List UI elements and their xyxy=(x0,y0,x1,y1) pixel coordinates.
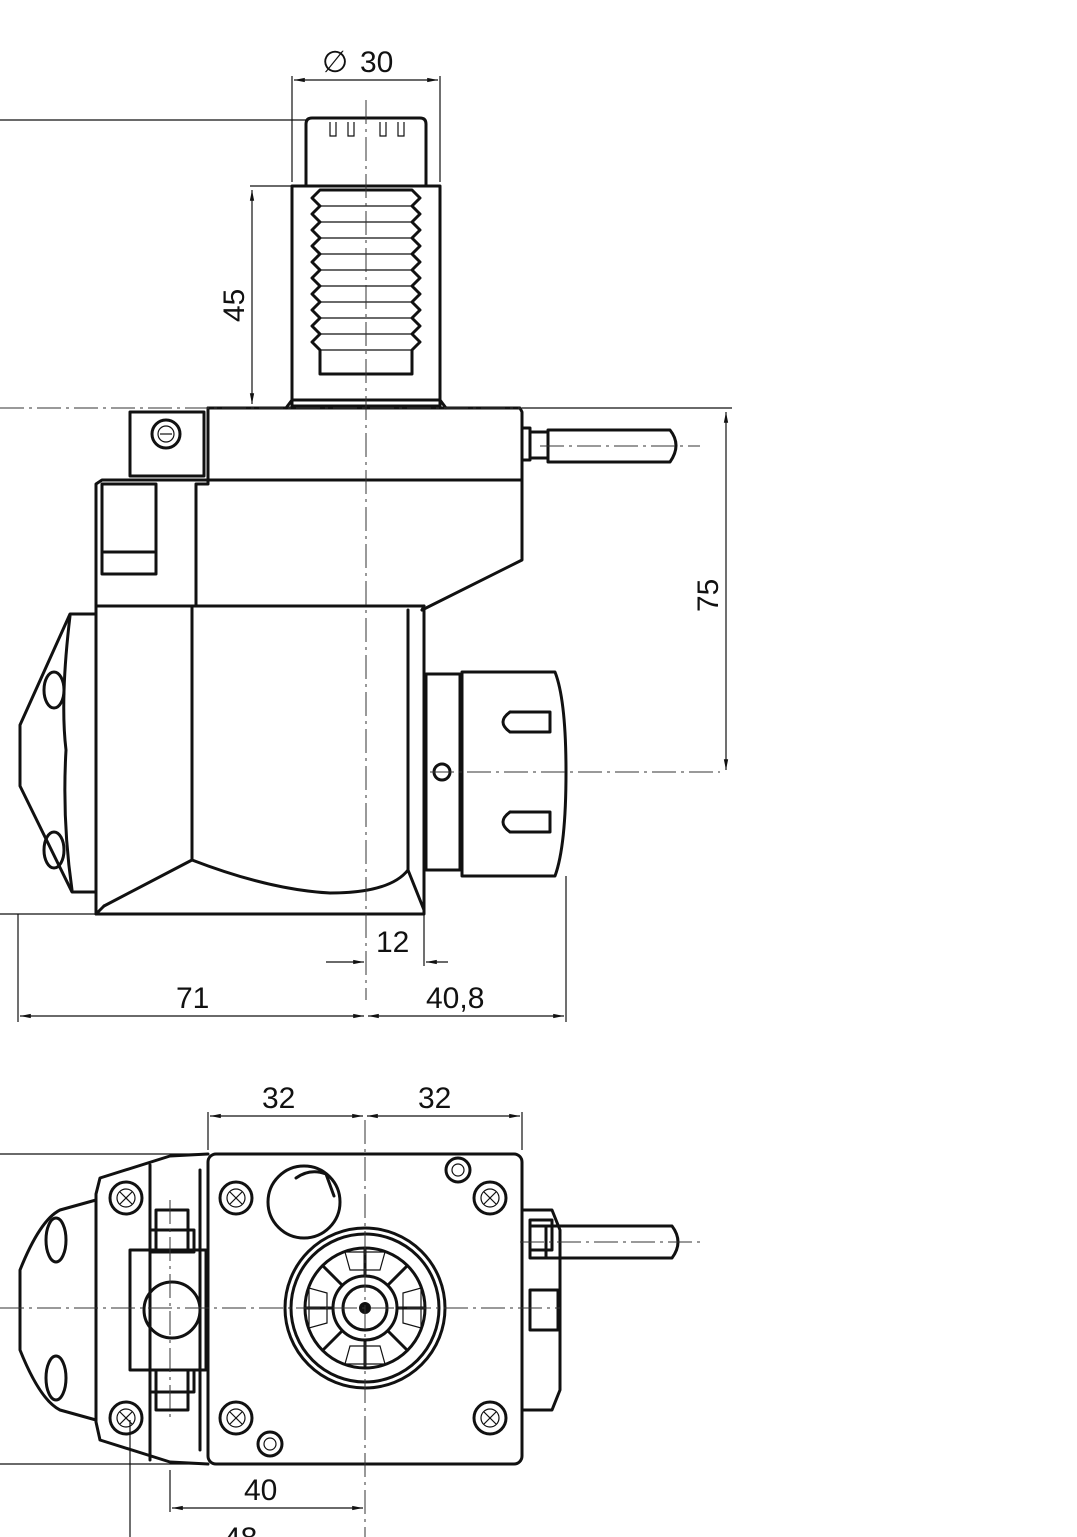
dim-spindle-height: 45 xyxy=(218,289,251,322)
top-view: 32 32 40 48 xyxy=(0,1082,700,1537)
corner-screw-icon xyxy=(218,1400,254,1436)
dim-left-width: 71 xyxy=(176,982,209,1015)
corner-screw-icon xyxy=(472,1400,508,1436)
dim-offset-small: 12 xyxy=(376,926,409,959)
diameter-symbol: ∅ xyxy=(322,46,348,79)
dim-bottom-width-2: 48 xyxy=(224,1522,257,1537)
dim-top-right-half: 32 xyxy=(418,1082,451,1115)
dim-output-height: 75 xyxy=(692,579,725,612)
dim-bottom-width-1: 40 xyxy=(244,1474,277,1507)
dim-right-width: 40,8 xyxy=(426,982,484,1015)
corner-screw-icon xyxy=(108,1400,144,1436)
side-view: ∅ 30 45 75 12 71 40,8 xyxy=(0,46,732,1022)
corner-screw-icon xyxy=(108,1180,144,1216)
top-collet-nut xyxy=(304,116,428,188)
upper-housing xyxy=(128,406,524,612)
right-output-collet xyxy=(424,670,568,878)
coolant-pin xyxy=(520,426,678,464)
corner-screw-icon xyxy=(472,1180,508,1216)
corner-screw-icon xyxy=(218,1180,254,1216)
main-body xyxy=(94,478,426,916)
dim-top-diameter: 30 xyxy=(360,46,393,79)
left-flange xyxy=(18,612,98,894)
dim-top-left-half: 32 xyxy=(262,1082,295,1115)
